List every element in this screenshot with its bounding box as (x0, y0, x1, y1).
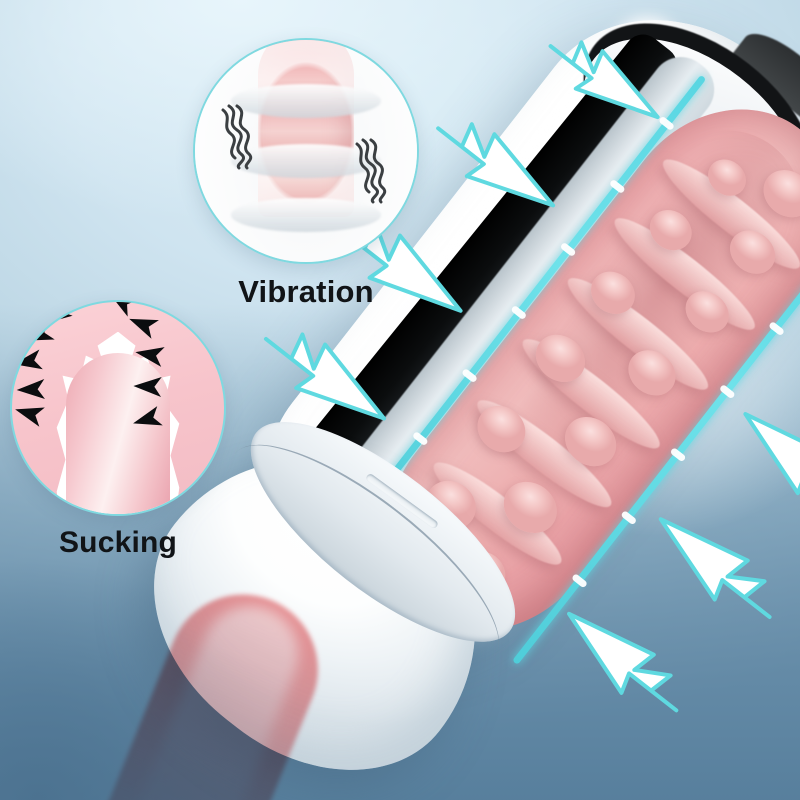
callout-label-sucking: Sucking (58, 526, 178, 559)
vibration-ridge (231, 84, 381, 118)
callout-sucking: Sucking (10, 300, 226, 560)
sucking-shaft (66, 352, 170, 514)
callout-label-vibration: Vibration (238, 274, 374, 309)
device-rotated-body (12, 0, 800, 800)
vibration-waves-icon (355, 136, 389, 211)
sucking-circle (10, 300, 226, 516)
callout-vibration: Vibration (193, 38, 419, 310)
vibration-ridge (231, 198, 381, 232)
vibration-circle (193, 38, 419, 264)
vibration-waves-icon (221, 102, 255, 177)
device-group (99, 0, 800, 800)
vibration-ridge (231, 144, 381, 178)
